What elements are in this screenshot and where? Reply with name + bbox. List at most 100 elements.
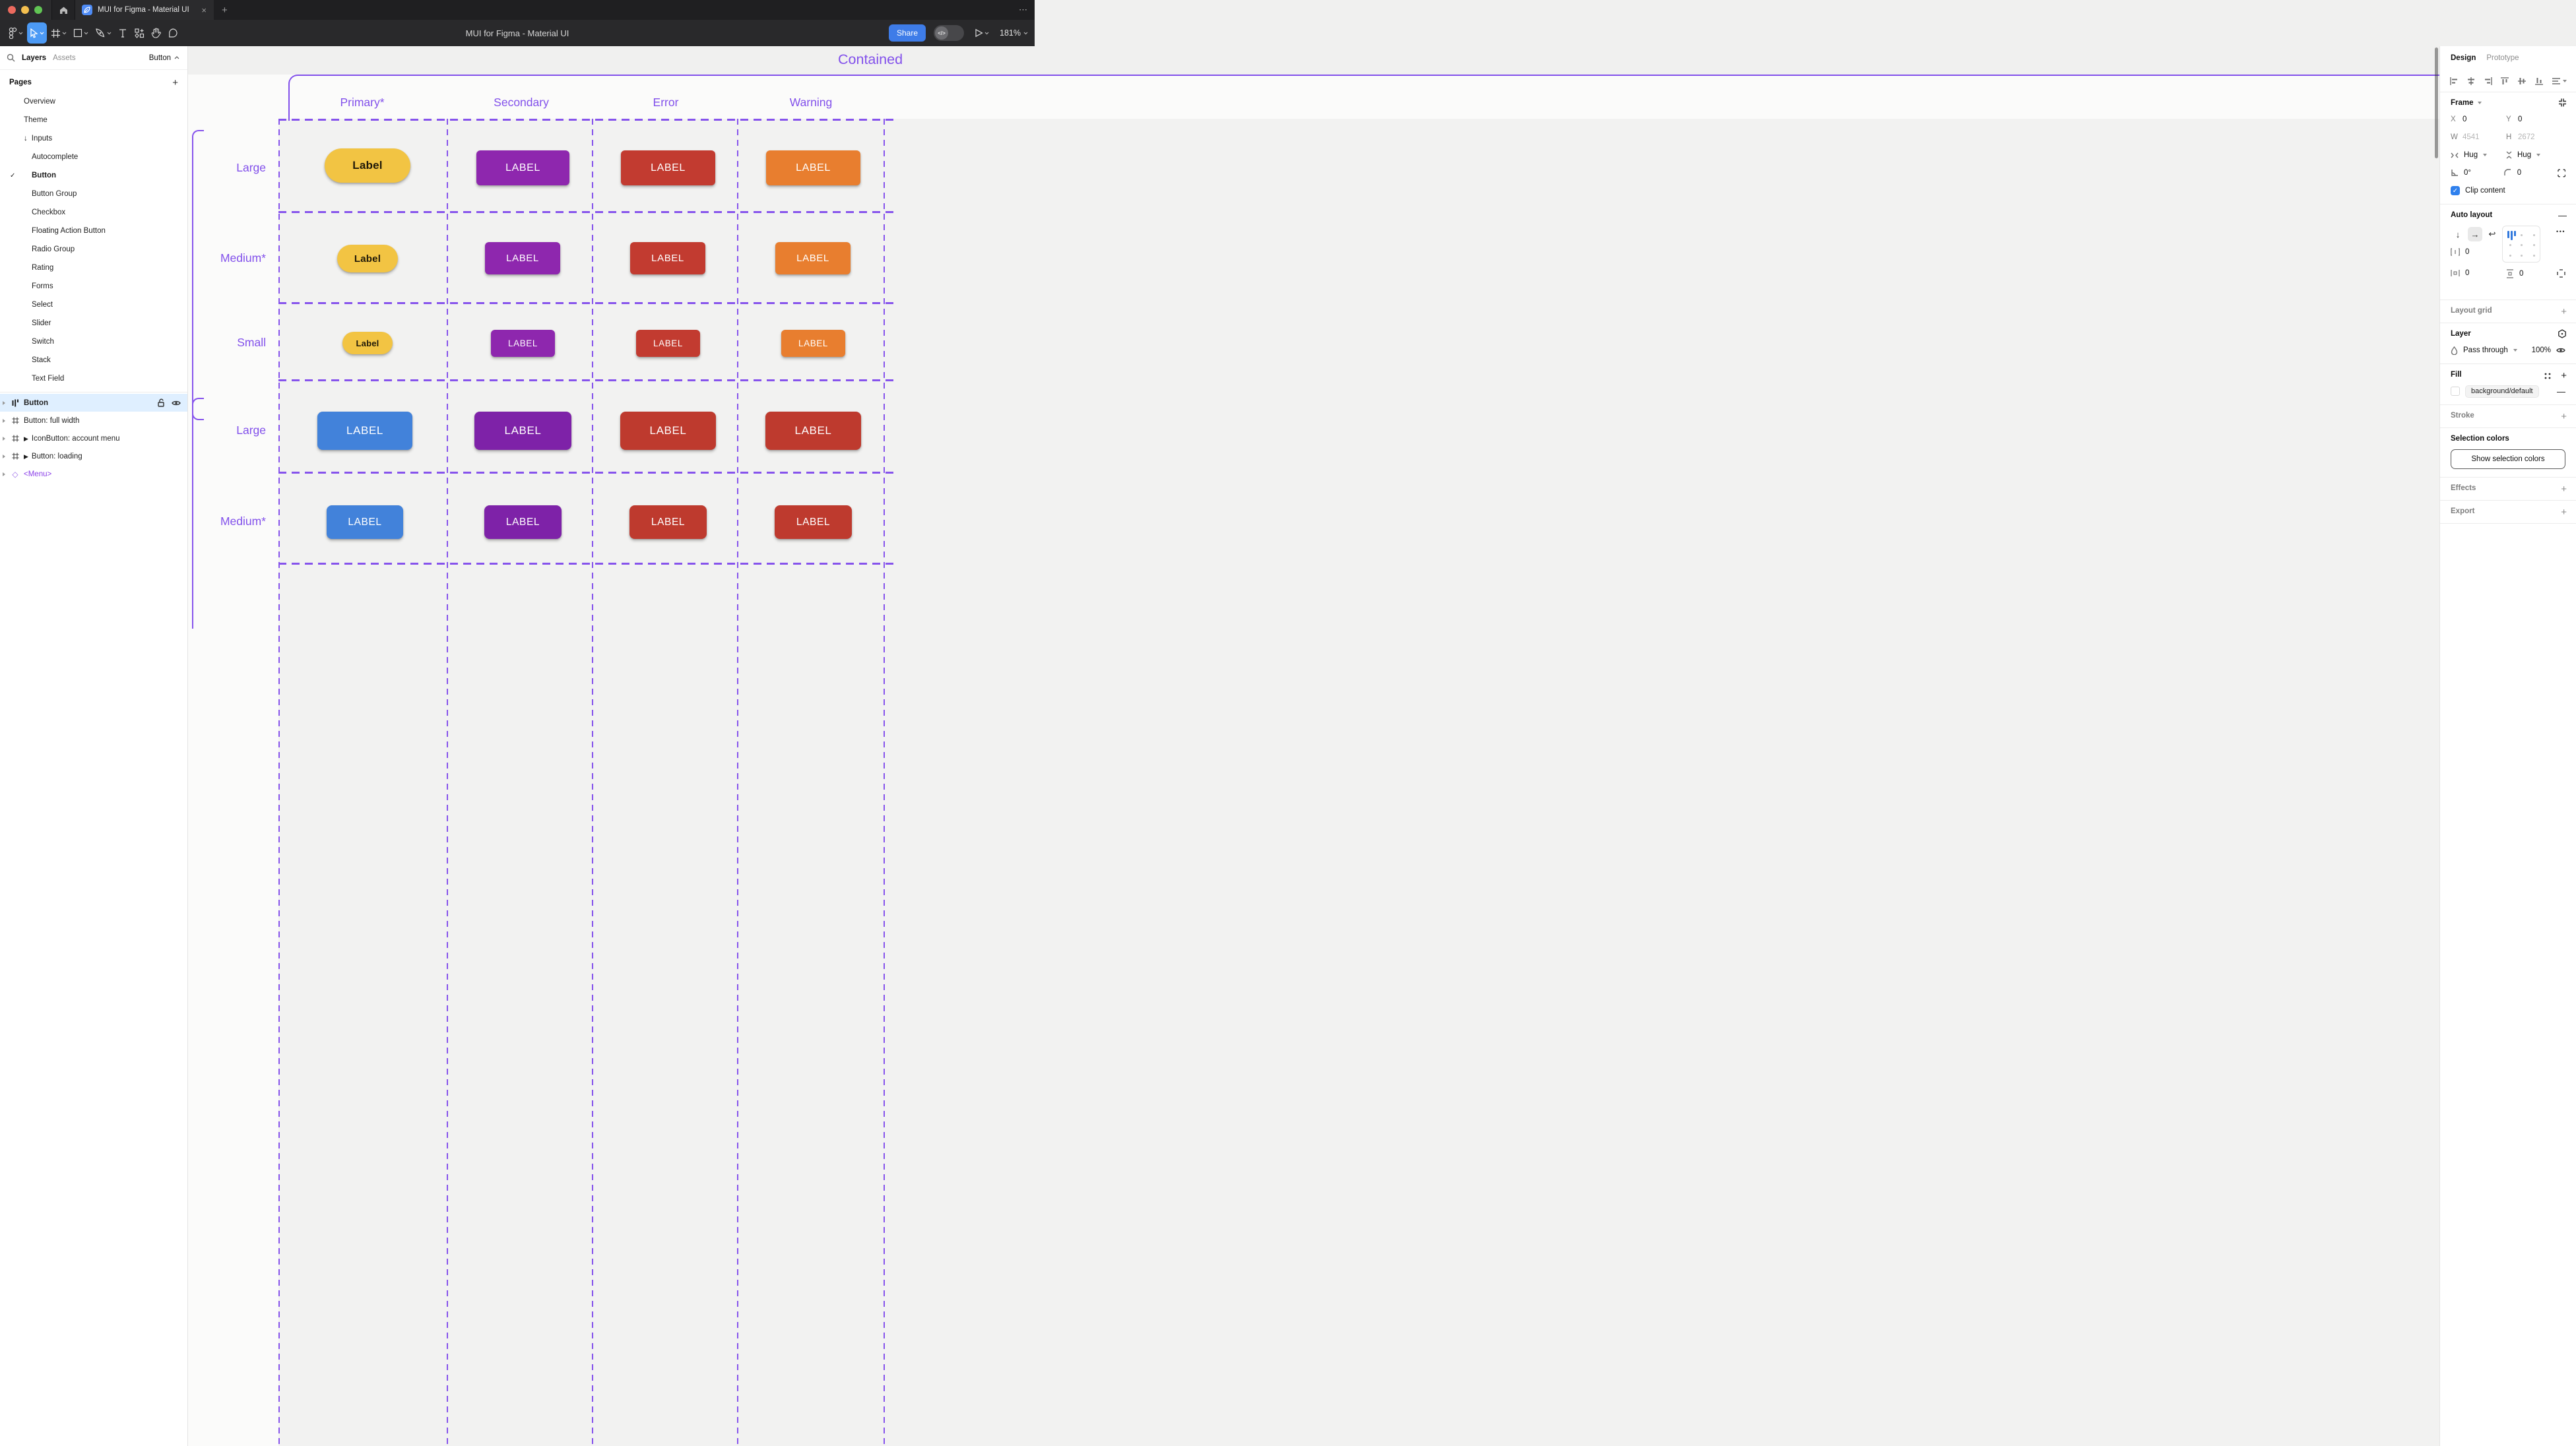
canvas[interactable]: Contained Primary* Secondary Error Warni… [188, 46, 2439, 1446]
shape-tool-button[interactable] [71, 22, 91, 44]
y-input[interactable]: 0 [2518, 115, 2523, 123]
page-item-radio-group[interactable]: Radio Group [32, 245, 75, 253]
canvas-scrollbar[interactable] [2435, 47, 2438, 158]
add-stroke-button[interactable]: + [2561, 411, 2567, 422]
opacity-input[interactable]: 100% [2531, 346, 2551, 354]
page-item-floating-action-button[interactable]: Floating Action Button [32, 227, 106, 235]
page-item-slider[interactable]: Slider [32, 319, 51, 327]
vertical-padding-input[interactable]: 0 [2519, 270, 2524, 278]
unlock-icon[interactable] [157, 398, 165, 407]
add-layout-grid-button[interactable]: + [2561, 306, 2567, 317]
expand-chevron-icon[interactable] [3, 400, 5, 405]
flow-horizontal-button[interactable]: → [2468, 227, 2482, 241]
page-item-theme[interactable]: Theme [24, 116, 48, 124]
page-selector[interactable]: Button [149, 54, 179, 62]
button-large-secondary[interactable]: LABEL [476, 150, 569, 185]
button-large-secondary-contained[interactable]: LABEL [474, 412, 571, 450]
zoom-window-button[interactable] [34, 6, 42, 14]
add-page-button[interactable]: + [172, 77, 178, 88]
eye-icon[interactable] [2556, 347, 2565, 354]
page-item-forms[interactable]: Forms [32, 282, 53, 290]
button-medium-warning[interactable]: LABEL [775, 242, 851, 274]
tabbar-more-icon[interactable]: ⋯ [1019, 5, 1028, 15]
layer-row-button[interactable]: Button [0, 394, 187, 412]
close-tab-icon[interactable]: × [201, 5, 207, 15]
fill-token-chip[interactable]: background/default [2465, 385, 2539, 398]
button-large-primary-contained[interactable]: LABEL [317, 412, 412, 450]
button-large-error-contained[interactable]: LABEL [620, 412, 716, 450]
independent-corners-icon[interactable] [2557, 169, 2566, 177]
search-icon[interactable] [7, 53, 15, 62]
expand-chevron-icon[interactable] [3, 472, 5, 476]
page-item-stack[interactable]: Stack [32, 356, 51, 364]
blend-mode-select[interactable]: Pass through [2463, 346, 2508, 354]
add-export-button[interactable]: + [2561, 507, 2567, 518]
align-vertical-center-icon[interactable] [2517, 77, 2527, 86]
button-small-secondary[interactable]: LABEL [491, 330, 555, 357]
page-item-select[interactable]: Select [32, 301, 53, 309]
shrink-icon[interactable] [2558, 98, 2567, 107]
button-medium-secondary[interactable]: LABEL [485, 242, 560, 274]
add-fill-button[interactable]: + [2561, 370, 2567, 381]
text-tool-button[interactable] [115, 22, 130, 44]
align-horizontal-center-icon[interactable] [2466, 77, 2476, 86]
button-medium-error-contained[interactable]: LABEL [629, 505, 707, 539]
tab-prototype[interactable]: Prototype [2486, 54, 2519, 62]
page-item-text-field[interactable]: Text Field [32, 375, 65, 383]
button-medium-secondary-contained[interactable]: LABEL [484, 505, 562, 539]
button-medium-primary[interactable]: Label [337, 245, 398, 272]
hand-tool-button[interactable] [148, 22, 164, 44]
align-bottom-icon[interactable] [2534, 77, 2544, 86]
layer-row-iconbutton-account-menu[interactable]: ▶IconButton: account menu [0, 429, 187, 447]
tab-assets[interactable]: Assets [53, 53, 76, 62]
add-effect-button[interactable]: + [2561, 484, 2567, 495]
button-small-warning[interactable]: LABEL [781, 330, 845, 357]
styles-icon[interactable] [2544, 372, 2552, 380]
align-right-icon[interactable] [2484, 77, 2493, 86]
flow-wrap-button[interactable]: ↩ [2488, 229, 2496, 239]
layer-row-button-loading[interactable]: ▶Button: loading [0, 447, 187, 465]
share-button[interactable]: Share [888, 24, 926, 42]
pen-tool-button[interactable] [92, 22, 114, 44]
eye-icon[interactable] [172, 400, 181, 406]
layer-row-button-full-width[interactable]: Button: full width [0, 412, 187, 429]
horizontal-padding-input[interactable]: 0 [2465, 269, 2470, 277]
individual-padding-icon[interactable] [2557, 269, 2565, 278]
comment-tool-button[interactable] [165, 22, 181, 44]
show-selection-colors-button[interactable]: Show selection colors [2451, 449, 2565, 469]
button-large-warning[interactable]: LABEL [766, 150, 860, 185]
page-item-rating[interactable]: Rating [32, 264, 54, 272]
button-medium-primary-contained[interactable]: LABEL [327, 505, 403, 539]
align-left-icon[interactable] [2449, 77, 2459, 86]
width-input[interactable]: 4541 [2463, 133, 2480, 141]
button-small-primary[interactable]: Label [342, 332, 393, 354]
dev-mode-toggle[interactable]: </> [934, 25, 965, 41]
tab-layers[interactable]: Layers [22, 53, 47, 62]
resources-tool-button[interactable] [131, 22, 147, 44]
button-medium-warning-contained[interactable]: LABEL [775, 505, 852, 539]
present-button[interactable] [972, 22, 992, 44]
page-item-button-group[interactable]: Button Group [32, 190, 77, 198]
page-item-overview[interactable]: Overview [24, 98, 55, 106]
button-large-warning-contained[interactable]: LABEL [765, 412, 861, 450]
frame-section-title[interactable]: Frame [2451, 99, 2565, 107]
expand-chevron-icon[interactable] [3, 436, 5, 441]
distribute-menu[interactable] [2552, 77, 2567, 86]
button-large-primary[interactable]: Label [325, 148, 410, 183]
rotation-input[interactable]: 0° [2464, 169, 2471, 177]
new-tab-button[interactable]: + [222, 4, 228, 16]
x-input[interactable]: 0 [2463, 115, 2467, 123]
button-small-error[interactable]: LABEL [636, 330, 700, 357]
layer-row-menu-component[interactable]: ◇ <Menu> [0, 465, 187, 483]
main-menu-button[interactable] [5, 22, 26, 44]
zoom-level-control[interactable]: 181% [1000, 28, 1028, 38]
height-input[interactable]: 2672 [2518, 133, 2535, 141]
alignment-widget[interactable] [2502, 226, 2540, 263]
home-tab[interactable] [51, 0, 75, 20]
remove-auto-layout-button[interactable]: — [2558, 210, 2567, 220]
gap-input[interactable]: 0 [2465, 248, 2470, 256]
page-item-checkbox[interactable]: Checkbox [32, 208, 66, 216]
page-item-switch[interactable]: Switch [32, 338, 54, 346]
frame-tool-button[interactable] [48, 22, 69, 44]
page-item-autocomplete[interactable]: Autocomplete [32, 153, 79, 161]
